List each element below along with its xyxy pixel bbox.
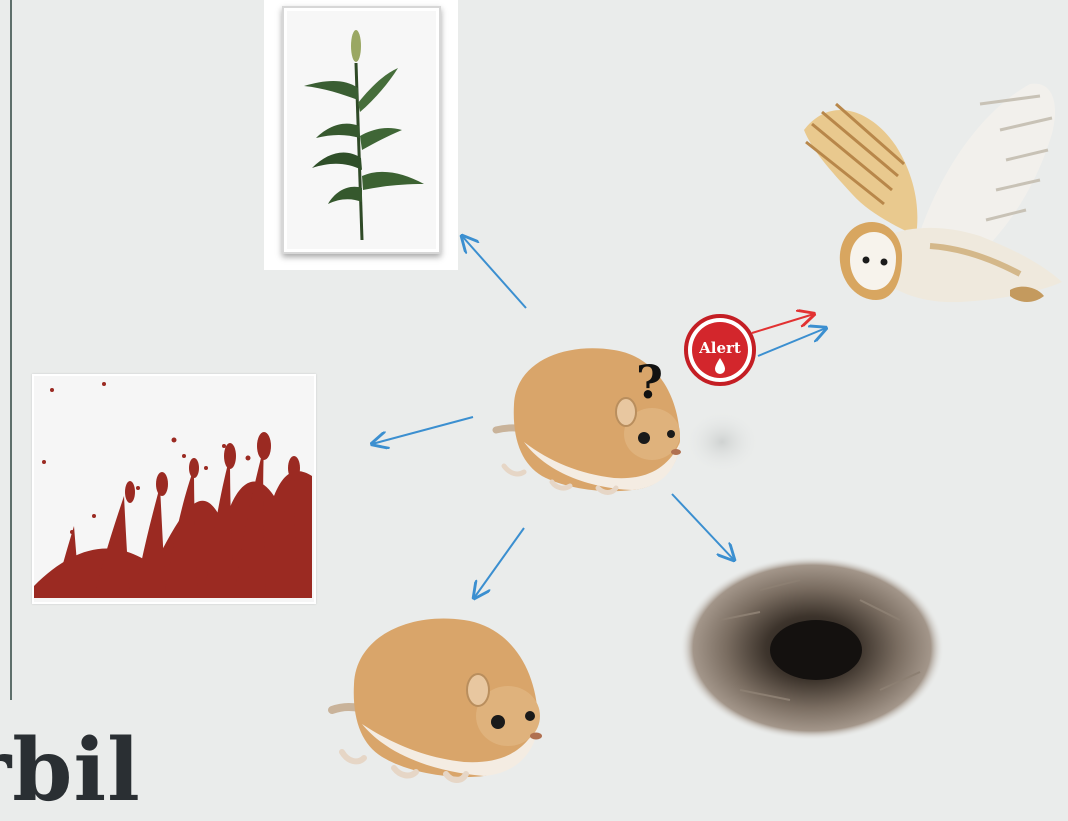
arrow-to-owl-red: [752, 314, 814, 333]
question-mark: ?: [636, 355, 663, 409]
arrow-to-owl-blue: [758, 328, 826, 356]
shadow-blob: [684, 410, 760, 474]
slide-canvas: ? Alert: [0, 0, 1068, 796]
arrow-to-plant: [462, 236, 526, 308]
burrow-icon: [680, 556, 944, 740]
gerbil-second-icon: [332, 618, 542, 780]
alert-badge-label: Alert: [698, 339, 741, 357]
slide-title-text: rbil: [0, 728, 141, 814]
arrow-to-burrow: [672, 494, 734, 560]
arrow-to-grass: [372, 417, 473, 444]
alert-badge: Alert: [686, 316, 754, 384]
diagram-layer: ? Alert: [0, 0, 1068, 796]
arrow-to-second-gerbil: [474, 528, 524, 598]
owl-icon: [804, 84, 1062, 303]
